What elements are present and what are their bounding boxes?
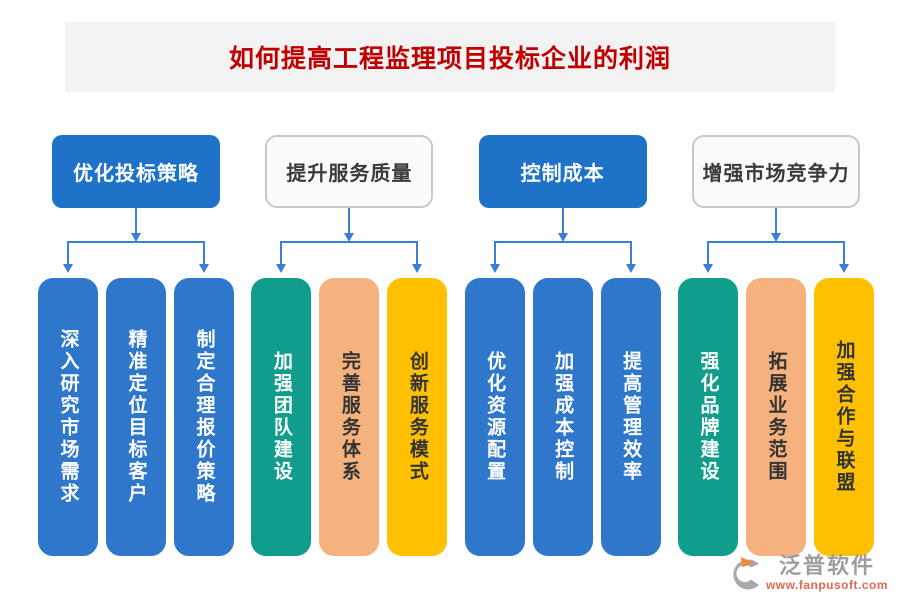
- pill-label: 制定合理报价策略: [193, 329, 215, 505]
- branch-connector: [251, 208, 447, 278]
- category-box-bidding-strategy: 优化投标策略: [52, 135, 220, 208]
- category-box-service-quality: 提升服务质量: [265, 135, 434, 208]
- connector-drop-right: [416, 243, 419, 265]
- arrow-down-icon: [770, 233, 781, 242]
- logo-url: www.fanpusoft.com: [765, 578, 888, 592]
- fanpu-swirl-icon: [733, 556, 759, 590]
- logo-name: 泛普软件: [778, 552, 875, 578]
- pill-label: 精准定位目标客户: [125, 329, 147, 505]
- arrow-down-icon: [489, 264, 500, 273]
- pill-row: 深入研究市场需求 精准定位目标客户 制定合理报价策略: [38, 278, 234, 556]
- arrow-down-icon: [702, 264, 713, 273]
- connector-stem: [135, 208, 137, 235]
- branch-connector: [38, 208, 234, 278]
- pill-service-innovation: 创新服务模式: [387, 278, 448, 556]
- pill-cost-control: 加强成本控制: [532, 278, 593, 556]
- pill-target-customers: 精准定位目标客户: [106, 278, 166, 556]
- pill-label: 强化品牌建设: [697, 351, 719, 483]
- connector-drop-right: [203, 243, 205, 265]
- category-box-market-competitiveness: 增强市场竞争力: [691, 135, 860, 208]
- title-band: 如何提高工程监理项目投标企业的利润: [65, 22, 835, 92]
- page-title: 如何提高工程监理项目投标企业的利润: [228, 46, 671, 73]
- connector-drop-right: [842, 243, 845, 265]
- pill-row: 优化资源配置 加强成本控制 提高管理效率: [464, 278, 661, 556]
- pill-cooperation-alliance: 加强合作与联盟: [813, 278, 874, 556]
- pill-management-efficiency: 提高管理效率: [600, 278, 661, 556]
- arrow-down-icon: [625, 264, 636, 273]
- category-label: 控制成本: [520, 163, 605, 185]
- groups-row: 优化投标策略 深入研究市场需求 精准定位目标客户 制定合理报价策略: [38, 135, 874, 556]
- arrow-down-icon: [199, 264, 209, 273]
- connector-stem: [774, 208, 777, 235]
- pill-row: 加强团队建设 完善服务体系 创新服务模式: [251, 278, 448, 556]
- category-label: 优化投标策略: [73, 163, 199, 185]
- group-bidding-strategy: 优化投标策略 深入研究市场需求 精准定位目标客户 制定合理报价策略: [38, 135, 234, 556]
- connector-drop-left: [67, 243, 69, 265]
- group-service-quality: 提升服务质量 加强团队建设 完善服务体系 创新服务模式: [251, 135, 448, 556]
- group-cost-control: 控制成本 优化资源配置 加强成本控制 提高管理效率: [464, 135, 661, 556]
- pill-label: 加强团队建设: [270, 351, 292, 483]
- pill-label: 创新服务模式: [406, 351, 428, 483]
- connector-drop-left: [493, 243, 496, 265]
- connector-stem: [561, 208, 564, 235]
- pill-label: 完善服务体系: [338, 351, 360, 483]
- branch-connector: [678, 208, 874, 278]
- connector-stem: [348, 208, 351, 235]
- connector-drop-left: [706, 243, 709, 265]
- pill-business-expansion: 拓展业务范围: [745, 278, 806, 556]
- arrow-down-icon: [838, 264, 849, 273]
- pill-label: 提高管理效率: [620, 351, 642, 483]
- arrow-down-icon: [131, 233, 141, 242]
- arrow-down-icon: [412, 264, 423, 273]
- pill-market-research: 深入研究市场需求: [38, 278, 98, 556]
- connector-drop-left: [280, 243, 283, 265]
- group-market-competitiveness: 增强市场竞争力 强化品牌建设 拓展业务范围 加强合作与联盟: [677, 135, 874, 556]
- pill-label: 优化资源配置: [484, 351, 506, 483]
- fanpu-logo: 泛普软件 www.fanpusoft.com: [728, 552, 888, 592]
- arrow-down-icon: [276, 264, 287, 273]
- pill-service-system: 完善服务体系: [319, 278, 380, 556]
- category-box-cost-control: 控制成本: [478, 135, 647, 208]
- pill-label: 深入研究市场需求: [57, 329, 79, 505]
- arrow-down-icon: [63, 264, 73, 273]
- pill-label: 加强成本控制: [552, 351, 574, 483]
- connector-bar: [706, 241, 845, 243]
- arrow-down-icon: [557, 233, 568, 242]
- pill-label: 加强合作与联盟: [833, 340, 855, 494]
- logo-text: 泛普软件 www.fanpusoft.com: [765, 552, 888, 592]
- pill-team-building: 加强团队建设: [251, 278, 312, 556]
- pill-pricing-strategy: 制定合理报价策略: [174, 278, 234, 556]
- category-label: 增强市场竞争力: [702, 163, 850, 185]
- branch-connector: [465, 208, 661, 278]
- pill-label: 拓展业务范围: [765, 351, 787, 483]
- pill-brand-building: 强化品牌建设: [677, 278, 738, 556]
- connector-bar: [493, 241, 632, 243]
- connector-drop-right: [629, 243, 632, 265]
- pill-resource-allocation: 优化资源配置: [464, 278, 525, 556]
- arrow-down-icon: [344, 233, 355, 242]
- category-label: 提升服务质量: [286, 163, 413, 185]
- pill-row: 强化品牌建设 拓展业务范围 加强合作与联盟: [677, 278, 874, 556]
- connector-bar: [67, 241, 205, 243]
- connector-bar: [280, 241, 419, 243]
